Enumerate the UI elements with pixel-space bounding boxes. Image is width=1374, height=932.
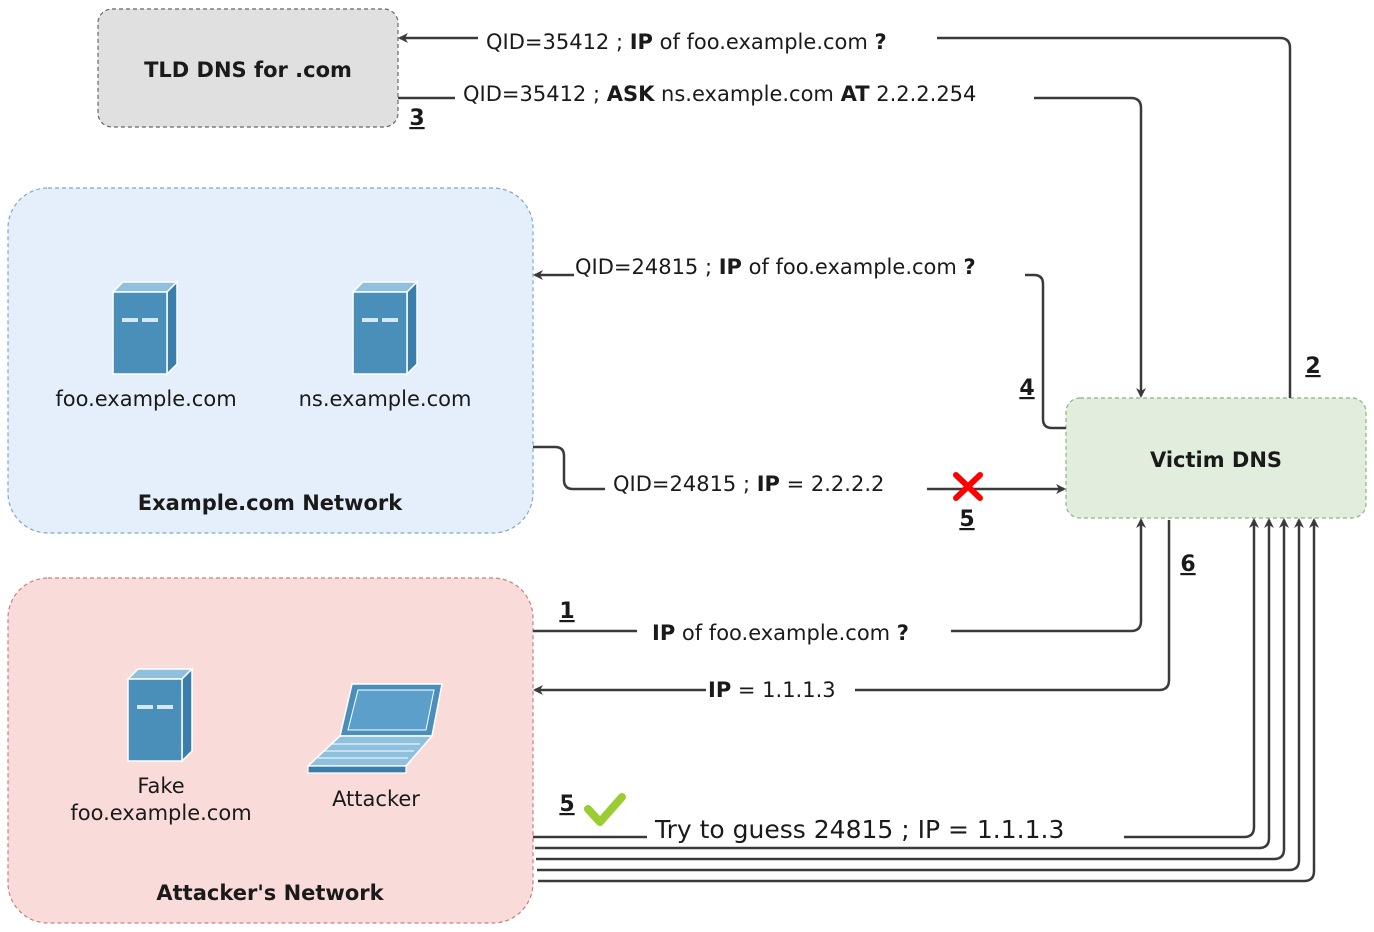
tld-dns-label: TLD DNS for .com	[144, 58, 352, 82]
arrow-6-label: IP = 1.1.1.3	[708, 678, 836, 702]
server-icon	[352, 281, 418, 375]
attacker-label: Attacker	[332, 787, 420, 811]
laptop-icon	[306, 683, 443, 774]
arrow-5-fail-label: QID=24815 ; IP = 2.2.2.2	[613, 472, 884, 496]
arrow-2-label: QID=35412 ; IP of foo.example.com ?	[486, 30, 887, 54]
arrow-1	[533, 520, 1141, 633]
check-icon	[584, 793, 626, 826]
foo-server-label: foo.example.com	[55, 387, 236, 411]
step-4-label: 4	[1019, 376, 1034, 401]
arrow-4	[535, 275, 1066, 430]
attacker-network-label: Attacker's Network	[156, 881, 384, 905]
ns-server-label: ns.example.com	[299, 387, 472, 411]
example-network-label: Example.com Network	[138, 491, 404, 515]
step-1-label: 1	[559, 599, 574, 624]
victim-dns-label: Victim DNS	[1150, 448, 1282, 472]
fake-server-label-line2: foo.example.com	[70, 801, 251, 825]
flood-arrow	[537, 518, 1304, 872]
tld-dns-box	[97, 8, 399, 128]
step-3-label: 3	[409, 106, 424, 131]
cross-icon	[953, 472, 983, 501]
arrow-3	[398, 96, 1141, 396]
arrow-4-label: QID=24815 ; IP of foo.example.com ?	[575, 255, 976, 279]
flood-arrow	[535, 518, 1274, 850]
flood-arrow	[533, 520, 1254, 839]
server-icon	[112, 281, 178, 375]
flood-label: Try to guess 24815 ; IP = 1.1.1.3	[654, 815, 1064, 844]
step-5-fail-label: 5	[959, 507, 974, 532]
arrow-6	[535, 520, 1171, 690]
victim-dns-box	[1065, 397, 1367, 519]
fake-server-label-line1: Fake	[137, 774, 184, 798]
step-2-label: 2	[1305, 354, 1320, 379]
step-5-ok-label: 5	[559, 792, 574, 817]
arrow-3-label: QID=35412 ; ASK ns.example.com AT 2.2.2.…	[463, 82, 976, 106]
arrow-1-label: IP of foo.example.com ?	[652, 621, 909, 645]
step-6-label: 6	[1180, 552, 1195, 577]
attacker-network-box	[7, 577, 534, 924]
example-network-box	[7, 187, 534, 534]
arrow-2	[400, 38, 1292, 398]
flood-arrow	[536, 518, 1289, 861]
arrow-5-fail	[533, 445, 1064, 489]
server-icon	[127, 668, 193, 762]
flood-arrow	[538, 518, 1319, 883]
